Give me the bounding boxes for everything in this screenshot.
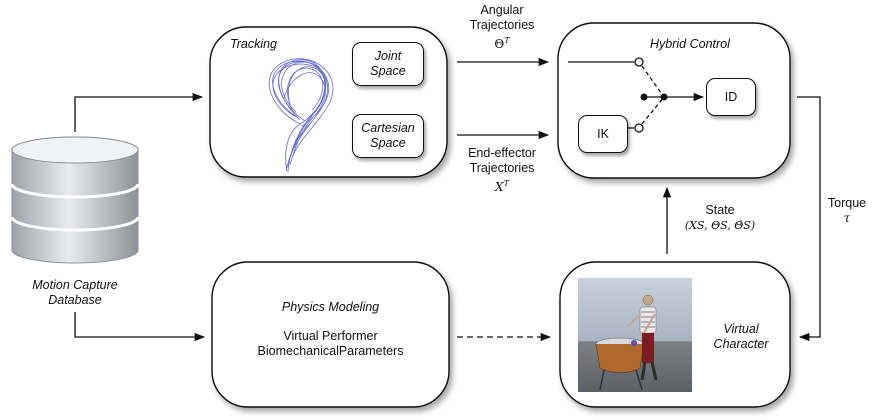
state-formula: (XS, ΘS, Θ̇S)	[684, 219, 756, 232]
endeffector-line2: Trajectories	[469, 161, 535, 175]
virtual-character-line2: Character	[713, 337, 769, 351]
cartesian-space-line1: Cartesian	[361, 121, 415, 135]
database-icon	[10, 136, 140, 264]
cartesian-space-line2: Space	[370, 136, 406, 150]
tracking-title: Tracking	[230, 37, 278, 51]
angular-line2: Trajectories	[469, 18, 535, 32]
physics-modeling-title: Physics Modeling	[281, 300, 380, 314]
joint-space-line1: Joint	[374, 49, 402, 63]
character-render	[578, 278, 692, 392]
endeffector-symbol: XT	[452, 176, 552, 195]
angular-line1: Angular	[480, 3, 524, 17]
torque-label: Torque τ	[822, 196, 872, 226]
state-text: State	[705, 203, 735, 217]
switch-node-left	[640, 93, 648, 101]
angular-symbol-base: Θ	[494, 37, 505, 51]
switch-node-right	[660, 93, 668, 101]
database-label-line2: Database	[48, 293, 102, 307]
state-label: State (XS, ΘS, Θ̇S)	[665, 203, 775, 233]
id-label: ID	[724, 89, 738, 104]
cartesian-space-box: Cartesian Space	[352, 114, 424, 158]
torque-symbol: τ	[843, 211, 851, 225]
angular-trajectories-label: Angular Trajectories ΘT	[452, 3, 552, 52]
switch-network	[568, 57, 705, 133]
torque-text: Torque	[827, 196, 867, 210]
database-label: Motion Capture Database	[0, 278, 150, 308]
id-box: ID	[706, 78, 756, 116]
angular-symbol-sup: T	[504, 36, 510, 45]
physics-modeling-box	[211, 261, 450, 408]
endeffector-line1: End-effector	[468, 146, 536, 160]
database-label-line1: Motion Capture	[32, 278, 118, 292]
endeffector-symbol-sup: T	[503, 179, 509, 188]
hybrid-control-title: Hybrid Control	[650, 37, 730, 51]
trajectory-plot	[268, 58, 334, 173]
joint-space-line2: Space	[370, 64, 406, 78]
physics-line2: BiomechanicalParameters	[257, 344, 404, 358]
joint-space-box: Joint Space	[352, 42, 424, 86]
virtual-character-line1: Virtual	[723, 322, 759, 336]
ik-label: IK	[597, 126, 609, 141]
endeffector-symbol-base: X	[495, 180, 504, 194]
endeffector-trajectories-label: End-effector Trajectories XT	[452, 146, 552, 195]
physics-modeling-content: Physics Modeling Virtual Performer Biome…	[212, 300, 449, 359]
ik-box: IK	[578, 115, 628, 153]
physics-line1: Virtual Performer	[283, 329, 378, 343]
virtual-character-label: Virtual Character	[696, 322, 786, 352]
connectors	[74, 57, 821, 342]
angular-symbol: ΘT	[452, 33, 552, 52]
